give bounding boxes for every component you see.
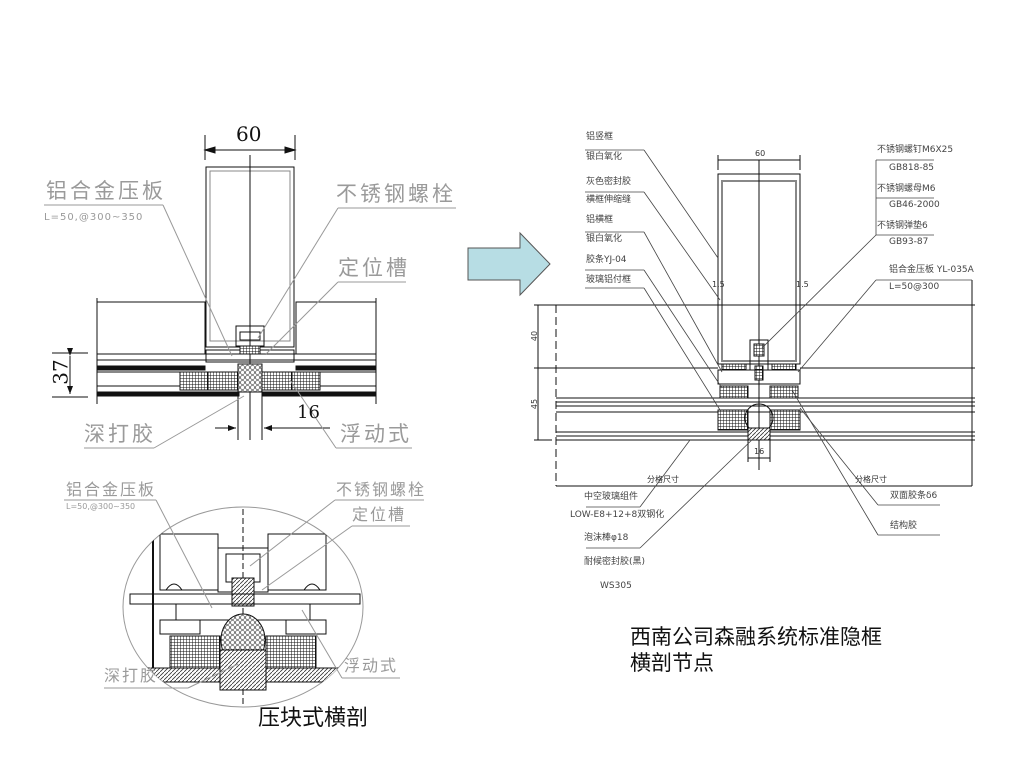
detail-label-pressure-plate: 铝合金压板 (66, 480, 157, 499)
rlabel-3: 横框伸缩缝 (586, 195, 632, 205)
dim-height-37: 37 (48, 359, 73, 385)
label-pressure-plate-spec: L=50,@300~350 (44, 212, 144, 223)
rrlabel-4: 不锈钢弹垫6 (877, 221, 928, 231)
detail-label-locating-groove: 定位槽 (352, 505, 407, 524)
rrlabel-3: GB46-2000 (889, 200, 940, 210)
rlabel-1: 银白氧化 (586, 152, 623, 162)
rlabel-2: 灰色密封胶 (586, 177, 632, 187)
rblabel-1: LOW-E8+12+8双钢化 (570, 510, 665, 520)
label-deep-sealant: 深打胶 (84, 422, 156, 446)
rbrlabel-0: 双面胶条δ6 (890, 491, 938, 501)
rlabel-6: 胶条YJ-04 (586, 255, 627, 265)
right-dim-40: 40 (530, 330, 540, 342)
left-bottom-detail-drawing (64, 499, 424, 708)
rblabel-0: 中空玻璃组件 (584, 492, 639, 502)
rrlabel-5: GB93-87 (889, 237, 929, 247)
right-dim-width-60: 60 (755, 149, 766, 158)
label-locating-groove: 定位槽 (338, 256, 410, 280)
rbrlabel-1: 结构胶 (890, 521, 918, 531)
right-dim-wall-right: 1.5 (796, 280, 809, 289)
rlabel-0: 铝竖框 (586, 132, 614, 142)
right-arrow-icon (467, 231, 551, 297)
right-dim-16: 16 (754, 447, 765, 456)
rrlabel-2: 不锈钢螺母M6 (877, 184, 936, 194)
right-dim-wall-left: 1.5 (712, 280, 725, 289)
rrlabel-1: GB818-85 (889, 163, 935, 173)
rrlabel-7: L=50@300 (889, 282, 940, 292)
rlabel-4: 铝横框 (586, 215, 614, 225)
label-floating: 浮动式 (340, 422, 412, 446)
left-top-section-drawing (44, 135, 456, 449)
rrlabel-6: 铝合金压板 YL-035A (889, 265, 974, 275)
rblabel-4: WS305 (600, 581, 632, 591)
grid-label-right: 分格尺寸 (855, 475, 887, 484)
right-caption-line2: 横剖节点 (630, 651, 714, 675)
left-caption: 压块式横剖 (258, 706, 369, 731)
detail-label-floating: 浮动式 (344, 656, 399, 675)
right-dim-45: 45 (530, 398, 540, 410)
dim-gap-16: 16 (297, 402, 320, 423)
rblabel-3: 耐候密封胶(黑) (584, 557, 646, 567)
rlabel-5: 银白氧化 (586, 234, 623, 244)
rblabel-2: 泡沫棒φ18 (584, 533, 629, 543)
label-pressure-plate: 铝合金压板 (46, 179, 166, 203)
right-caption-line1: 西南公司森融系统标准隐框 (630, 625, 882, 649)
detail-label-deep-sealant: 深打胶 (104, 666, 159, 685)
right-section-drawing (534, 149, 975, 549)
rlabel-7: 玻璃铝付框 (586, 275, 632, 285)
grid-label-left: 分格尺寸 (647, 475, 679, 484)
label-stainless-bolt: 不锈钢螺栓 (336, 182, 456, 206)
detail-label-pressure-plate-spec: L=50,@300~350 (66, 502, 136, 511)
dim-width-60: 60 (236, 122, 262, 146)
rrlabel-0: 不锈钢螺钉M6X25 (877, 145, 954, 155)
detail-label-stainless-bolt: 不锈钢螺栓 (336, 480, 427, 499)
